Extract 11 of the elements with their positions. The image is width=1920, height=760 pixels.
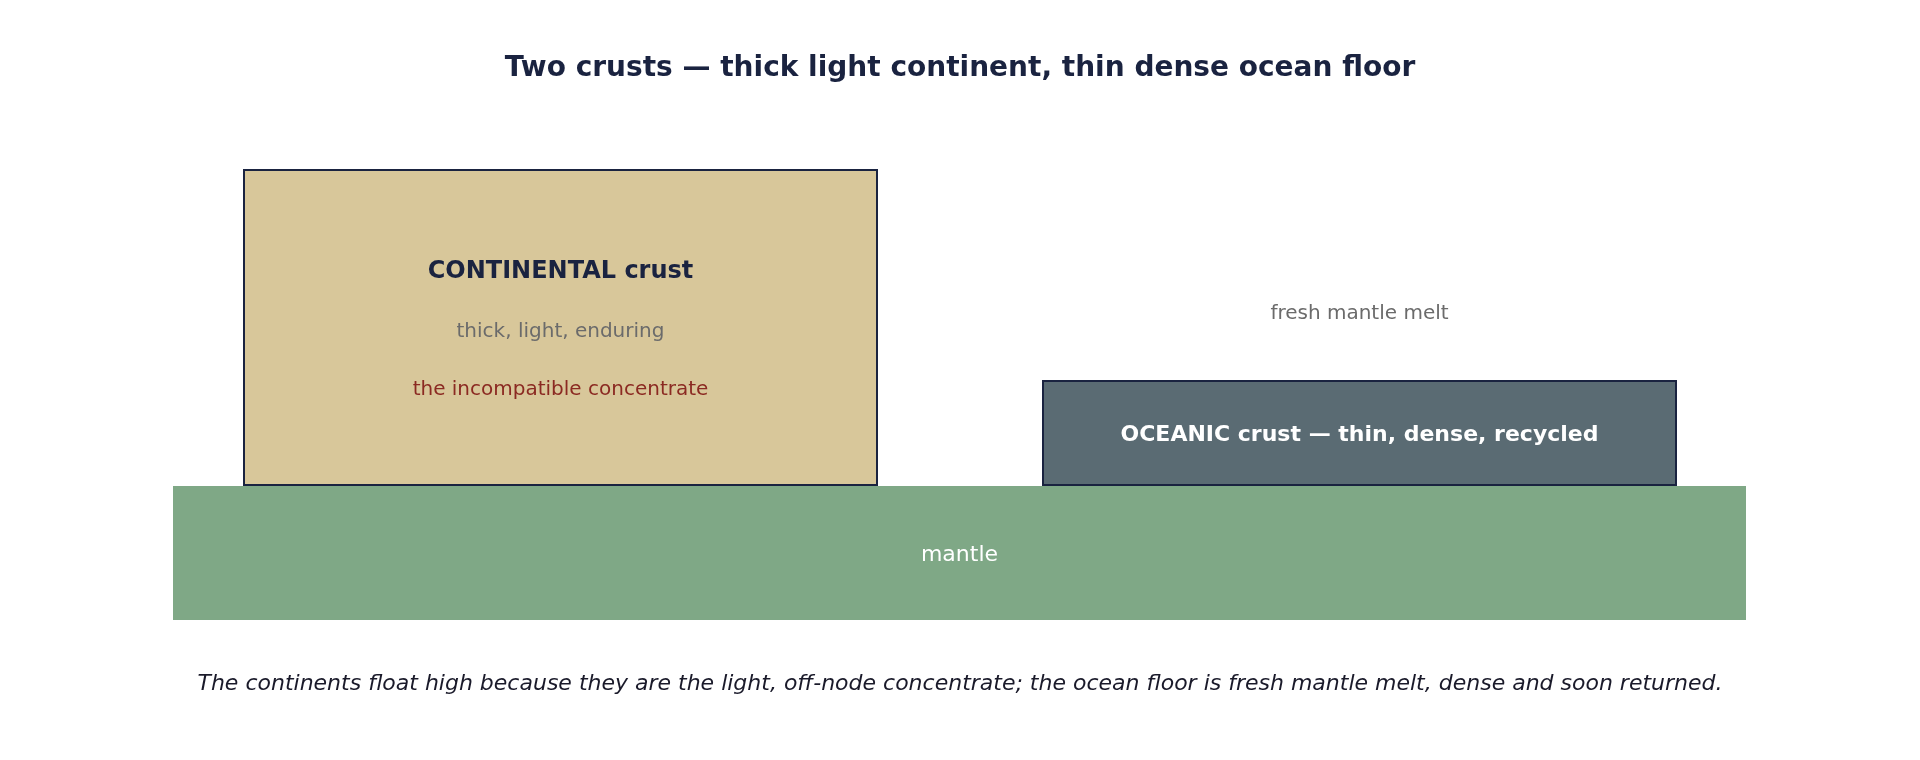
block-heading: CONTINENTAL crust	[427, 255, 694, 284]
block-description: thick, light, enduring	[456, 317, 665, 342]
layer-label: mantle	[920, 540, 999, 566]
diagram-caption: The continents float high because they are the light, off-node concentrate; the ocean floor is fresh mantle melt, dense and soon returned.	[196, 670, 1724, 695]
oceanic-crust-block	[1042, 380, 1677, 486]
diagram-title: Two crusts — thick light continent, thin dense ocean floor	[503, 50, 1417, 83]
block-annotation: fresh mantle melt	[1269, 300, 1450, 324]
continental-crust-block	[243, 169, 878, 486]
block-note: the incompatible concentrate	[412, 375, 709, 400]
mantle-band	[173, 486, 1746, 620]
block-heading: OCEANIC crust — thin, dense, recycled	[1120, 420, 1599, 446]
